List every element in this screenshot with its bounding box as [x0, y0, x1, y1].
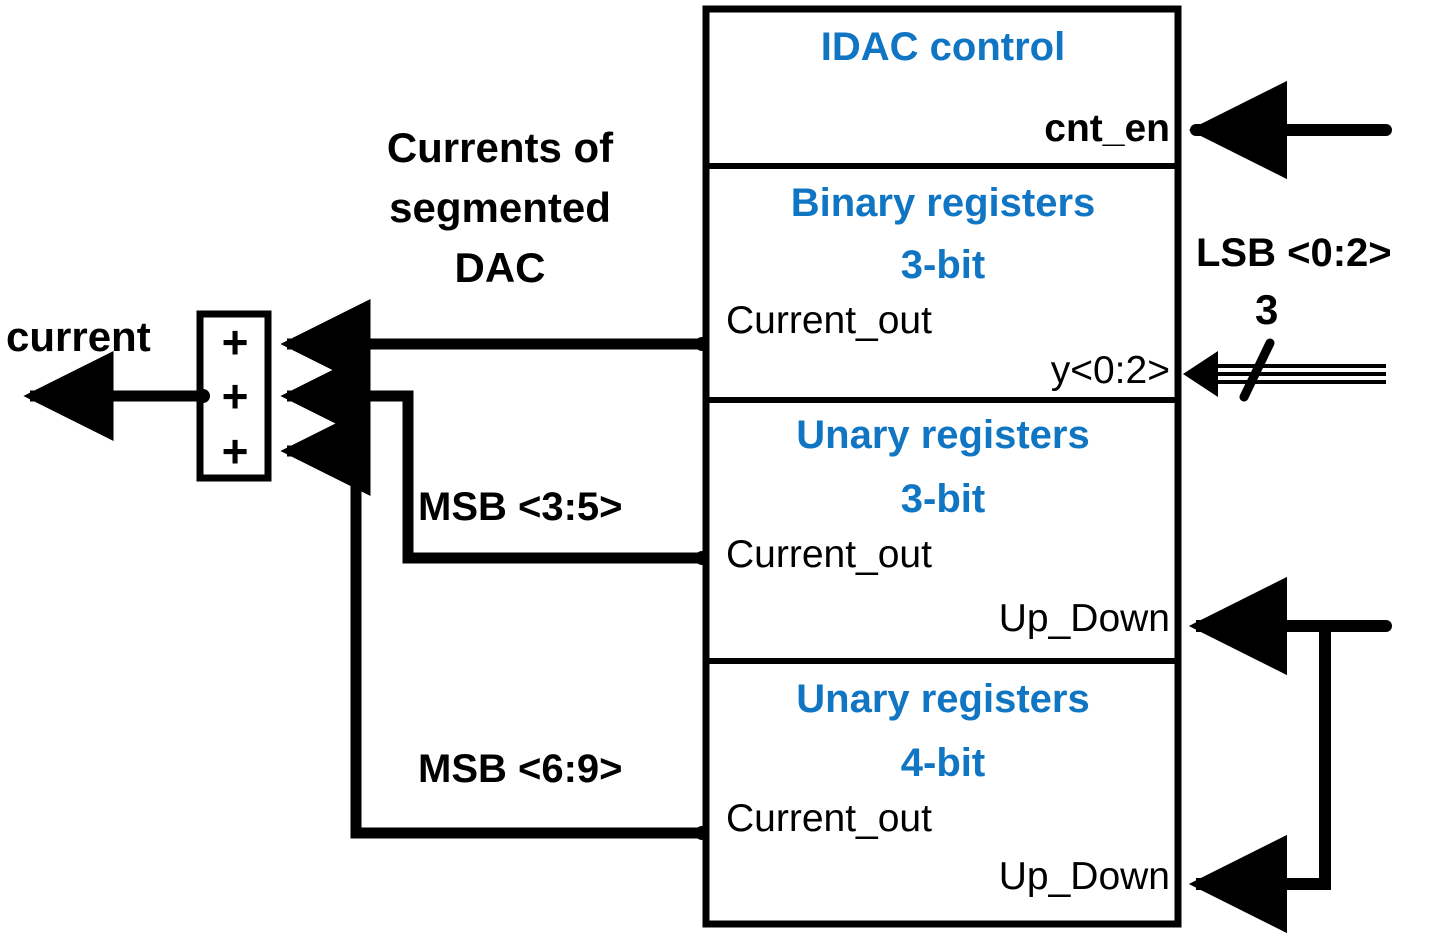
label-bus-width: 3: [1255, 286, 1279, 333]
block-binary-registers-subheading: 3-bit: [900, 243, 986, 287]
port-unary3-current-out-label: Current_out: [726, 533, 932, 576]
port-unary4-up-down-label: Up_Down: [998, 855, 1170, 898]
block-binary-registers-heading: Binary registers: [790, 181, 1096, 225]
note-currents-line3: DAC: [454, 244, 546, 291]
unary3-current-out-dot: [695, 551, 709, 565]
block-unary4-subheading: 4-bit: [900, 741, 986, 785]
binary-current-out-dot: [695, 337, 709, 351]
block-unary3-subheading: 3-bit: [900, 477, 986, 521]
port-binary-y-label: y<0:2>: [1050, 349, 1170, 392]
bus-lsb-arrowhead: [1183, 351, 1218, 397]
summing-plus-1: +: [221, 316, 249, 368]
note-currents-line2: segmented: [389, 184, 611, 231]
port-unary3-up-down-label: Up_Down: [998, 597, 1170, 640]
bus-width-slash: [1239, 338, 1275, 402]
summing-plus-3: +: [221, 425, 249, 477]
block-unary3-heading: Unary registers: [796, 413, 1090, 457]
label-msb-3-5: MSB <3:5>: [418, 485, 623, 529]
wire-updown-unary4: [1188, 626, 1331, 934]
block-idac-control-heading: IDAC control: [820, 25, 1066, 69]
unary4-current-out-dot: [695, 826, 709, 840]
label-lsb-bus: LSB <0:2>: [1196, 231, 1392, 275]
current-output-junction-dot: [196, 389, 210, 403]
summing-node-box: [196, 310, 272, 482]
summing-plus-2: +: [221, 370, 249, 422]
port-unary4-current-out-label: Current_out: [726, 797, 932, 840]
register-stack-outline: [702, 5, 1182, 928]
note-currents-line1: Currents of: [386, 124, 614, 171]
wire-unary4-current-out: [280, 405, 700, 839]
label-msb-6-9: MSB <6:9>: [418, 747, 623, 791]
port-cnt-en-label: cnt_en: [1044, 107, 1170, 150]
label-current-output: current: [6, 313, 151, 360]
block-unary4-heading: Unary registers: [796, 677, 1090, 721]
wire-unary3-current-out: [280, 350, 700, 564]
port-binary-current-out-label: Current_out: [726, 299, 932, 342]
